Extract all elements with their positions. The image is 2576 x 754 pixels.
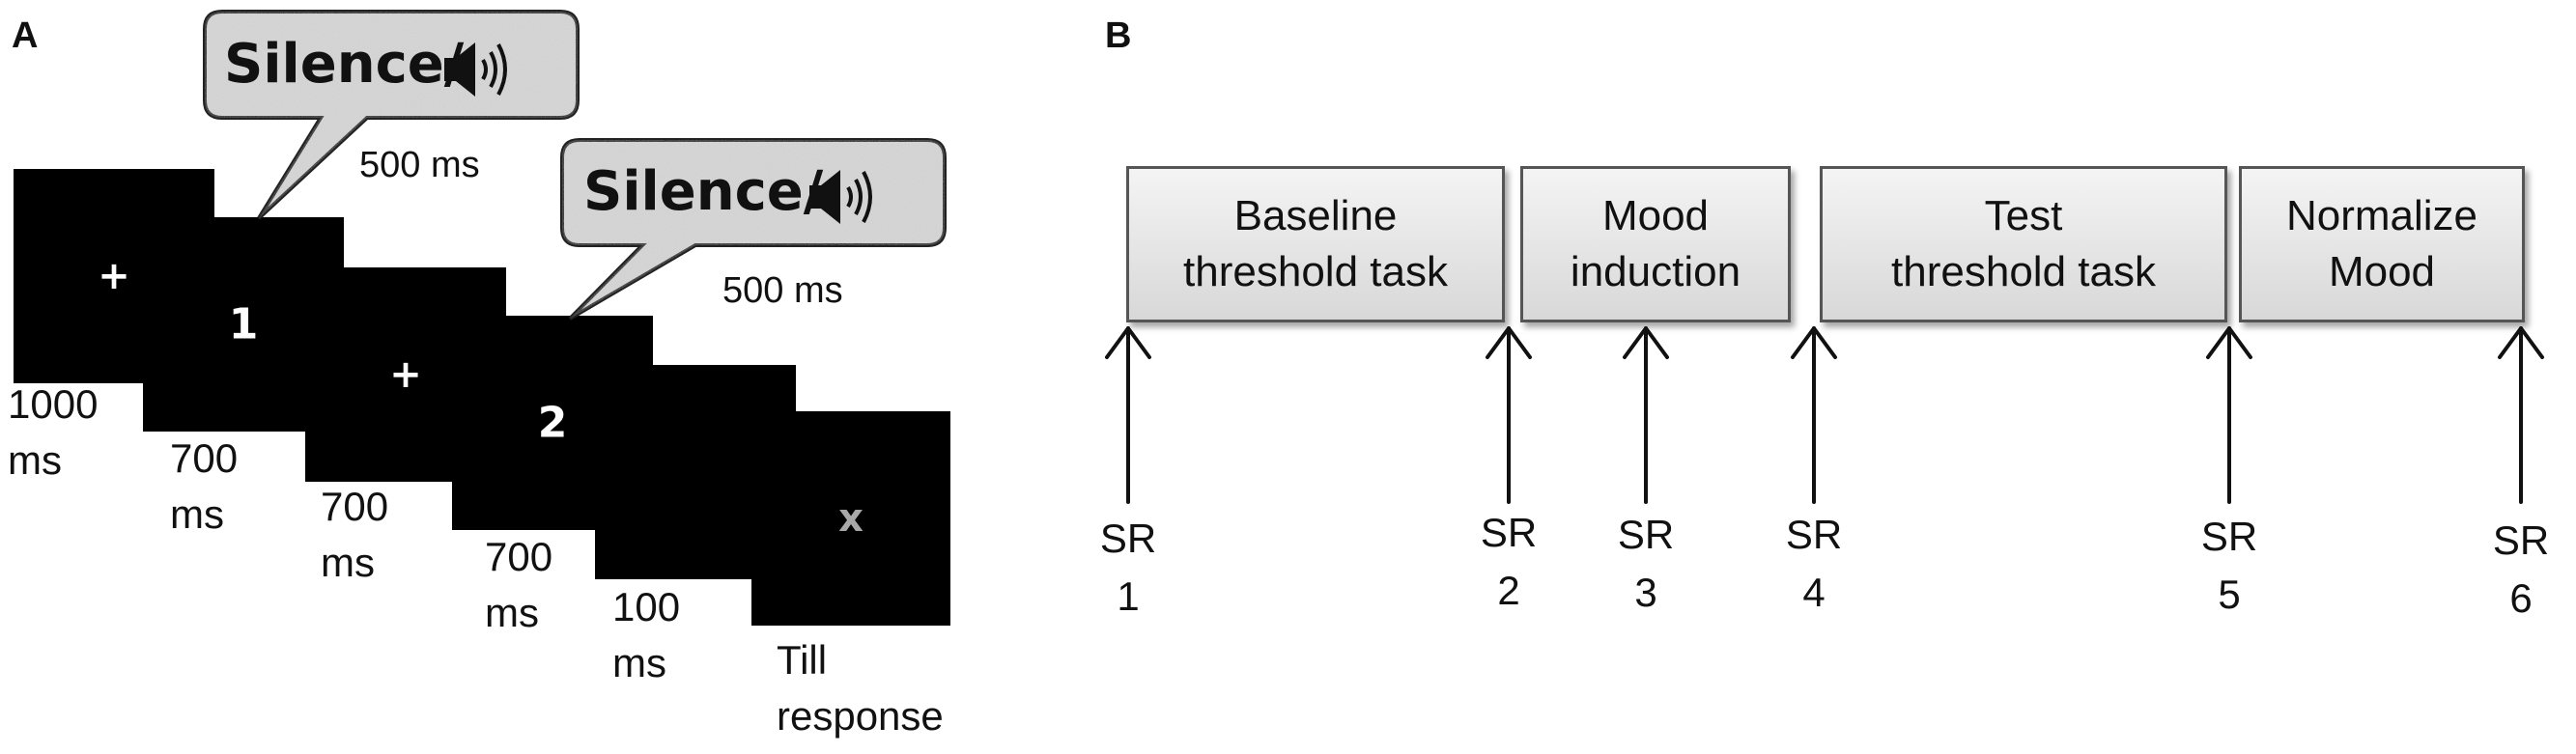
phase-title: Normalize (2285, 192, 2478, 239)
sr-marker-4: SR 4 (1775, 506, 1853, 622)
panel-a-letter: A (12, 15, 39, 56)
sr-label: SR (1099, 516, 1157, 561)
arrow-up-icon (1486, 326, 1532, 504)
sr-label: SR (1480, 510, 1538, 555)
sr-marker-1: SR 1 (1090, 510, 1167, 626)
arrow-up-icon (1791, 326, 1837, 504)
screen-2-duration: 700 ms (170, 431, 238, 543)
sr-marker-5: SR 5 (2191, 508, 2268, 624)
sr-label: SR (2492, 517, 2550, 563)
arrow-up-icon (2498, 326, 2544, 504)
sr-label: SR (1617, 512, 1675, 557)
sr-number: 2 (1497, 568, 1520, 613)
sr-number: 6 (2509, 575, 2533, 621)
phase-test-threshold-task: Test threshold task (1820, 166, 2227, 322)
sr-label: SR (1785, 512, 1843, 557)
panel-b-letter: B (1105, 15, 1132, 56)
phase-subtitle: Mood (2328, 248, 2436, 295)
duration-unit: response (777, 693, 944, 739)
duration-unit: ms (8, 437, 62, 483)
stimulus-screen-6: x (751, 411, 950, 626)
duration-unit: ms (612, 640, 666, 685)
screen-1-duration: 1000 ms (8, 377, 98, 489)
phase-subtitle: threshold task (1891, 248, 2156, 295)
response-x-symbol: x (838, 496, 863, 541)
phase-title: Baseline (1233, 192, 1398, 239)
screen-5-duration: 100 ms (612, 579, 680, 691)
arrow-up-icon (1105, 326, 1151, 504)
sr-number: 3 (1634, 570, 1657, 615)
duration-value: 700 (321, 484, 389, 529)
arrow-up-icon (2206, 326, 2252, 504)
digit-symbol: 1 (228, 299, 259, 349)
phase-baseline-threshold-task: Baseline threshold task (1126, 166, 1505, 322)
sr-number: 1 (1117, 573, 1140, 619)
bubble-2-duration: 500 ms (722, 270, 843, 311)
speaker-icon (809, 170, 872, 224)
sr-number: 5 (2218, 572, 2241, 617)
sr-marker-2: SR 2 (1470, 504, 1547, 620)
speaker-icon (444, 42, 507, 97)
duration-value: Till (777, 637, 828, 683)
bubble-2-text: Silence/ (583, 160, 824, 223)
duration-value: 700 (170, 435, 239, 481)
duration-unit: ms (485, 590, 539, 635)
fixation-cross: + (389, 352, 422, 397)
timeline-arrows (1105, 326, 2544, 504)
digit-symbol: 2 (537, 398, 568, 448)
phase-title: Test (1984, 192, 2063, 239)
duration-value: 700 (485, 534, 553, 579)
sr-number: 4 (1802, 570, 1826, 615)
duration-unit: ms (321, 540, 375, 585)
screen-6-duration: Till response (777, 632, 944, 744)
fixation-cross: + (98, 254, 130, 298)
duration-value: 100 (612, 584, 681, 629)
phase-mood-induction: Mood induction (1520, 166, 1791, 322)
screen-3-duration: 700 ms (321, 479, 388, 591)
phase-subtitle: threshold task (1183, 248, 1448, 295)
phase-title: Mood (1601, 192, 1710, 239)
duration-unit: ms (170, 491, 224, 537)
bubble-1-text: Silence/ (224, 33, 465, 96)
phase-subtitle: induction (1570, 248, 1741, 295)
bubble-1-duration: 500 ms (359, 145, 480, 185)
screen-4-duration: 700 ms (485, 529, 552, 641)
sr-marker-6: SR 6 (2482, 512, 2560, 628)
arrow-up-icon (1623, 326, 1669, 504)
duration-value: 1000 (8, 381, 99, 427)
sr-marker-3: SR 3 (1607, 506, 1684, 622)
sr-label: SR (2200, 514, 2258, 559)
